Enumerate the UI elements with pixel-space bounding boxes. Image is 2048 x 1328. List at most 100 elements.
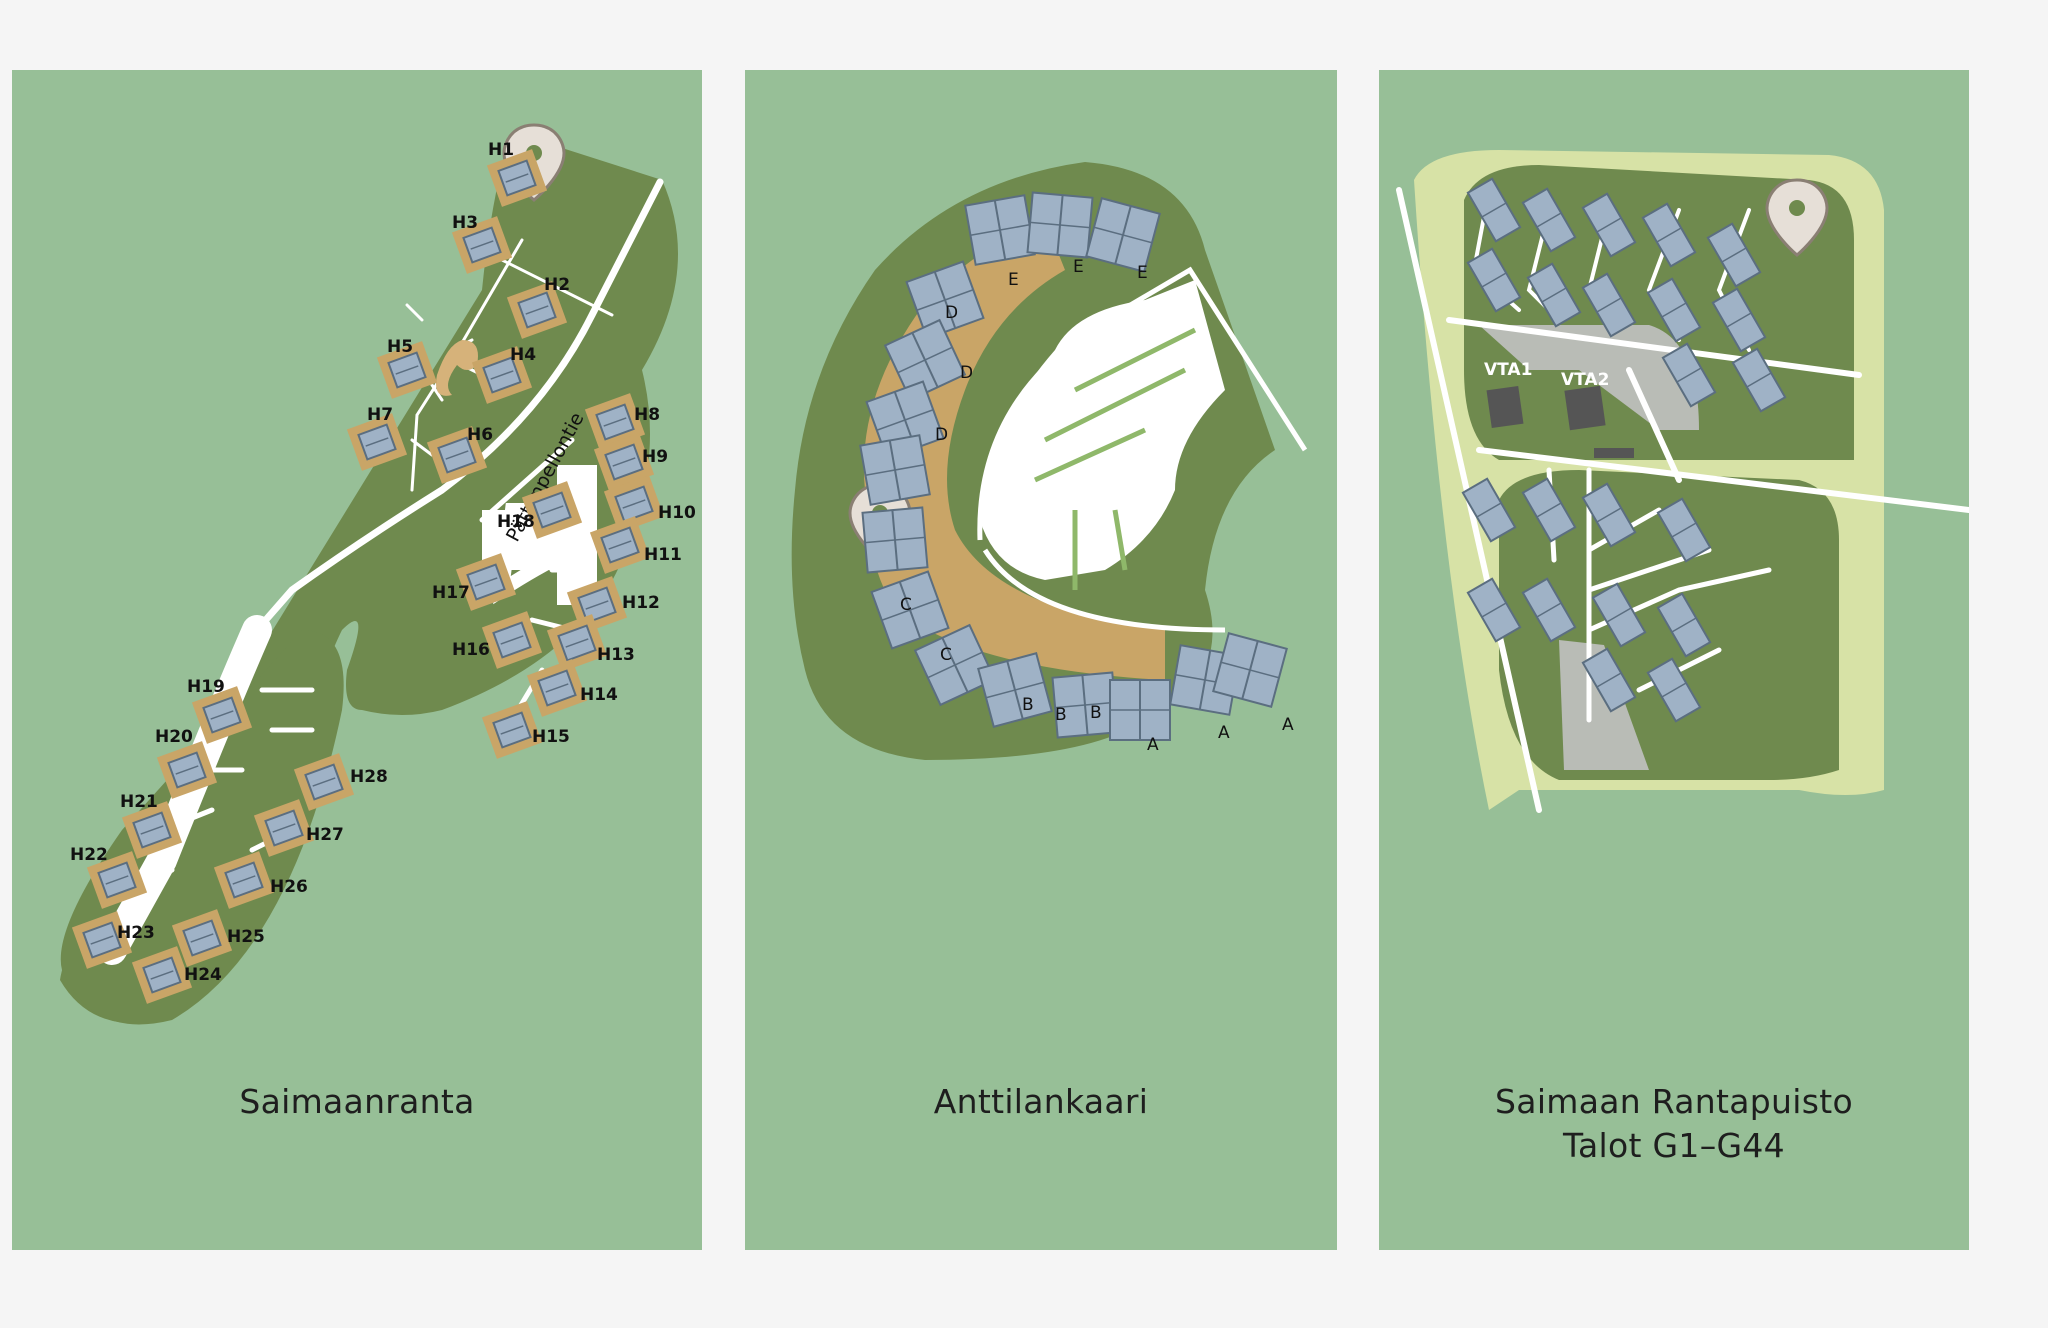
block-letter: B [1055, 705, 1067, 725]
house-h21[interactable]: H21 [120, 792, 183, 859]
map-caption: Saimaanranta [239, 1082, 475, 1121]
house-pair[interactable] [1706, 222, 1762, 288]
house-pair[interactable] [1581, 482, 1637, 548]
house-h16[interactable]: H16 [452, 611, 543, 669]
house-pair[interactable] [1526, 262, 1582, 328]
house-h19[interactable]: H19 [187, 677, 253, 744]
house-h11[interactable]: H11 [589, 516, 682, 574]
block-letter: D [945, 303, 958, 323]
house-pair[interactable] [1466, 177, 1522, 243]
house-pair[interactable] [1521, 187, 1577, 253]
houses-g1-g44 [1461, 177, 1787, 723]
block-letter: B [1022, 695, 1034, 715]
house-h23[interactable]: H23 [71, 911, 155, 969]
house-h26[interactable]: H26 [213, 851, 308, 909]
map-caption: Saimaan Rantapuisto Talot G1–G44 [1379, 1080, 1969, 1168]
house-label: H7 [367, 405, 393, 425]
house-h14[interactable]: H14 [526, 659, 618, 717]
townhouse-row[interactable] [859, 434, 931, 506]
house-h24[interactable]: H24 [131, 946, 222, 1004]
parking-area-south [1559, 640, 1649, 770]
house-pair[interactable] [1656, 592, 1712, 658]
house-label: H10 [658, 503, 696, 523]
house-h17[interactable]: H17 [432, 553, 517, 611]
house-pair[interactable] [1521, 577, 1577, 643]
house-label: H26 [270, 877, 308, 897]
house-pair[interactable] [1661, 342, 1717, 408]
block-letter: C [940, 645, 952, 665]
house-h5[interactable]: H5 [376, 337, 438, 399]
house-pair[interactable] [1466, 577, 1522, 643]
house-pair[interactable] [1646, 657, 1702, 723]
house-h7[interactable]: H7 [346, 405, 408, 471]
townhouse-row[interactable] [1109, 679, 1171, 741]
townhouse-row[interactable] [1051, 671, 1119, 739]
house-pair[interactable] [1646, 277, 1702, 343]
rantapuisto-site-plan: VTA1 VTA2 [1396, 150, 1969, 813]
map-saimaan-rantapuisto[interactable]: VTA1 VTA2 Saimaan Rantapuisto Talot G1–G… [1379, 70, 1969, 1250]
house-h15[interactable]: H15 [481, 701, 570, 759]
house-h20[interactable]: H20 [155, 727, 218, 799]
house-pair[interactable] [1656, 497, 1712, 563]
house-h6[interactable]: H6 [426, 425, 493, 484]
house-label: H4 [510, 345, 536, 365]
house-pair[interactable] [1461, 477, 1517, 543]
townhouse-row[interactable] [1085, 197, 1161, 273]
vta2-label: VTA2 [1561, 370, 1609, 390]
house-h13[interactable]: H13 [546, 614, 635, 672]
house-pair[interactable] [1641, 202, 1697, 268]
townhouse-row[interactable] [913, 623, 997, 707]
map-pin-icon[interactable] [1765, 178, 1829, 257]
block-letter: A [1147, 735, 1159, 755]
townhouse-row[interactable] [870, 570, 950, 650]
house-label: H9 [642, 447, 668, 467]
house-label: H16 [452, 640, 490, 660]
townhouse-row[interactable] [1212, 632, 1288, 708]
house-label: H21 [120, 792, 158, 812]
house-label: H17 [432, 583, 470, 603]
townhouse-rows [859, 191, 1288, 741]
block-letter: A [1218, 723, 1230, 743]
house-h3[interactable]: H3 [451, 213, 513, 274]
house-pair[interactable] [1521, 477, 1577, 543]
house-h27[interactable]: H27 [253, 799, 344, 857]
map-caption: Anttilankaari [933, 1082, 1149, 1121]
map-caption-line1: Saimaan Rantapuisto [1495, 1082, 1853, 1121]
townhouse-row[interactable] [977, 652, 1053, 728]
vta2-building [1564, 385, 1606, 431]
house-h18[interactable]: H18 [497, 481, 583, 539]
house-h25[interactable]: H25 [171, 909, 265, 967]
house-h9[interactable]: H9 [593, 433, 668, 491]
house-pair[interactable] [1581, 192, 1637, 258]
house-pair[interactable] [1591, 582, 1647, 648]
townhouse-row[interactable] [1026, 191, 1094, 259]
house-h22[interactable]: H22 [70, 845, 148, 909]
building-courtyards [1033, 327, 1197, 590]
house-label: H24 [184, 965, 222, 985]
house-h28[interactable]: H28 [293, 753, 388, 811]
pond [436, 340, 478, 396]
house-label: H12 [622, 593, 660, 613]
apartment-complex [980, 280, 1225, 580]
house-pair[interactable] [1581, 647, 1637, 713]
house-pair[interactable] [1711, 287, 1767, 353]
house-pair[interactable] [1581, 272, 1637, 338]
block-letter: B [1090, 703, 1102, 723]
house-label: H18 [497, 512, 535, 532]
townhouse-row[interactable] [964, 194, 1036, 266]
townhouse-row[interactable] [883, 318, 967, 402]
townhouse-row[interactable] [905, 260, 985, 340]
house-h10[interactable]: H10 [603, 475, 696, 533]
block-letter: C [900, 595, 912, 615]
house-h2[interactable]: H2 [506, 275, 570, 339]
house-label: H5 [387, 337, 413, 357]
house-pair[interactable] [1466, 247, 1522, 313]
townhouse-row[interactable] [861, 506, 929, 574]
house-pair[interactable] [1731, 347, 1787, 413]
house-h4[interactable]: H4 [471, 345, 536, 404]
house-h1[interactable]: H1 [486, 140, 548, 207]
house-h12[interactable]: H12 [566, 576, 660, 634]
